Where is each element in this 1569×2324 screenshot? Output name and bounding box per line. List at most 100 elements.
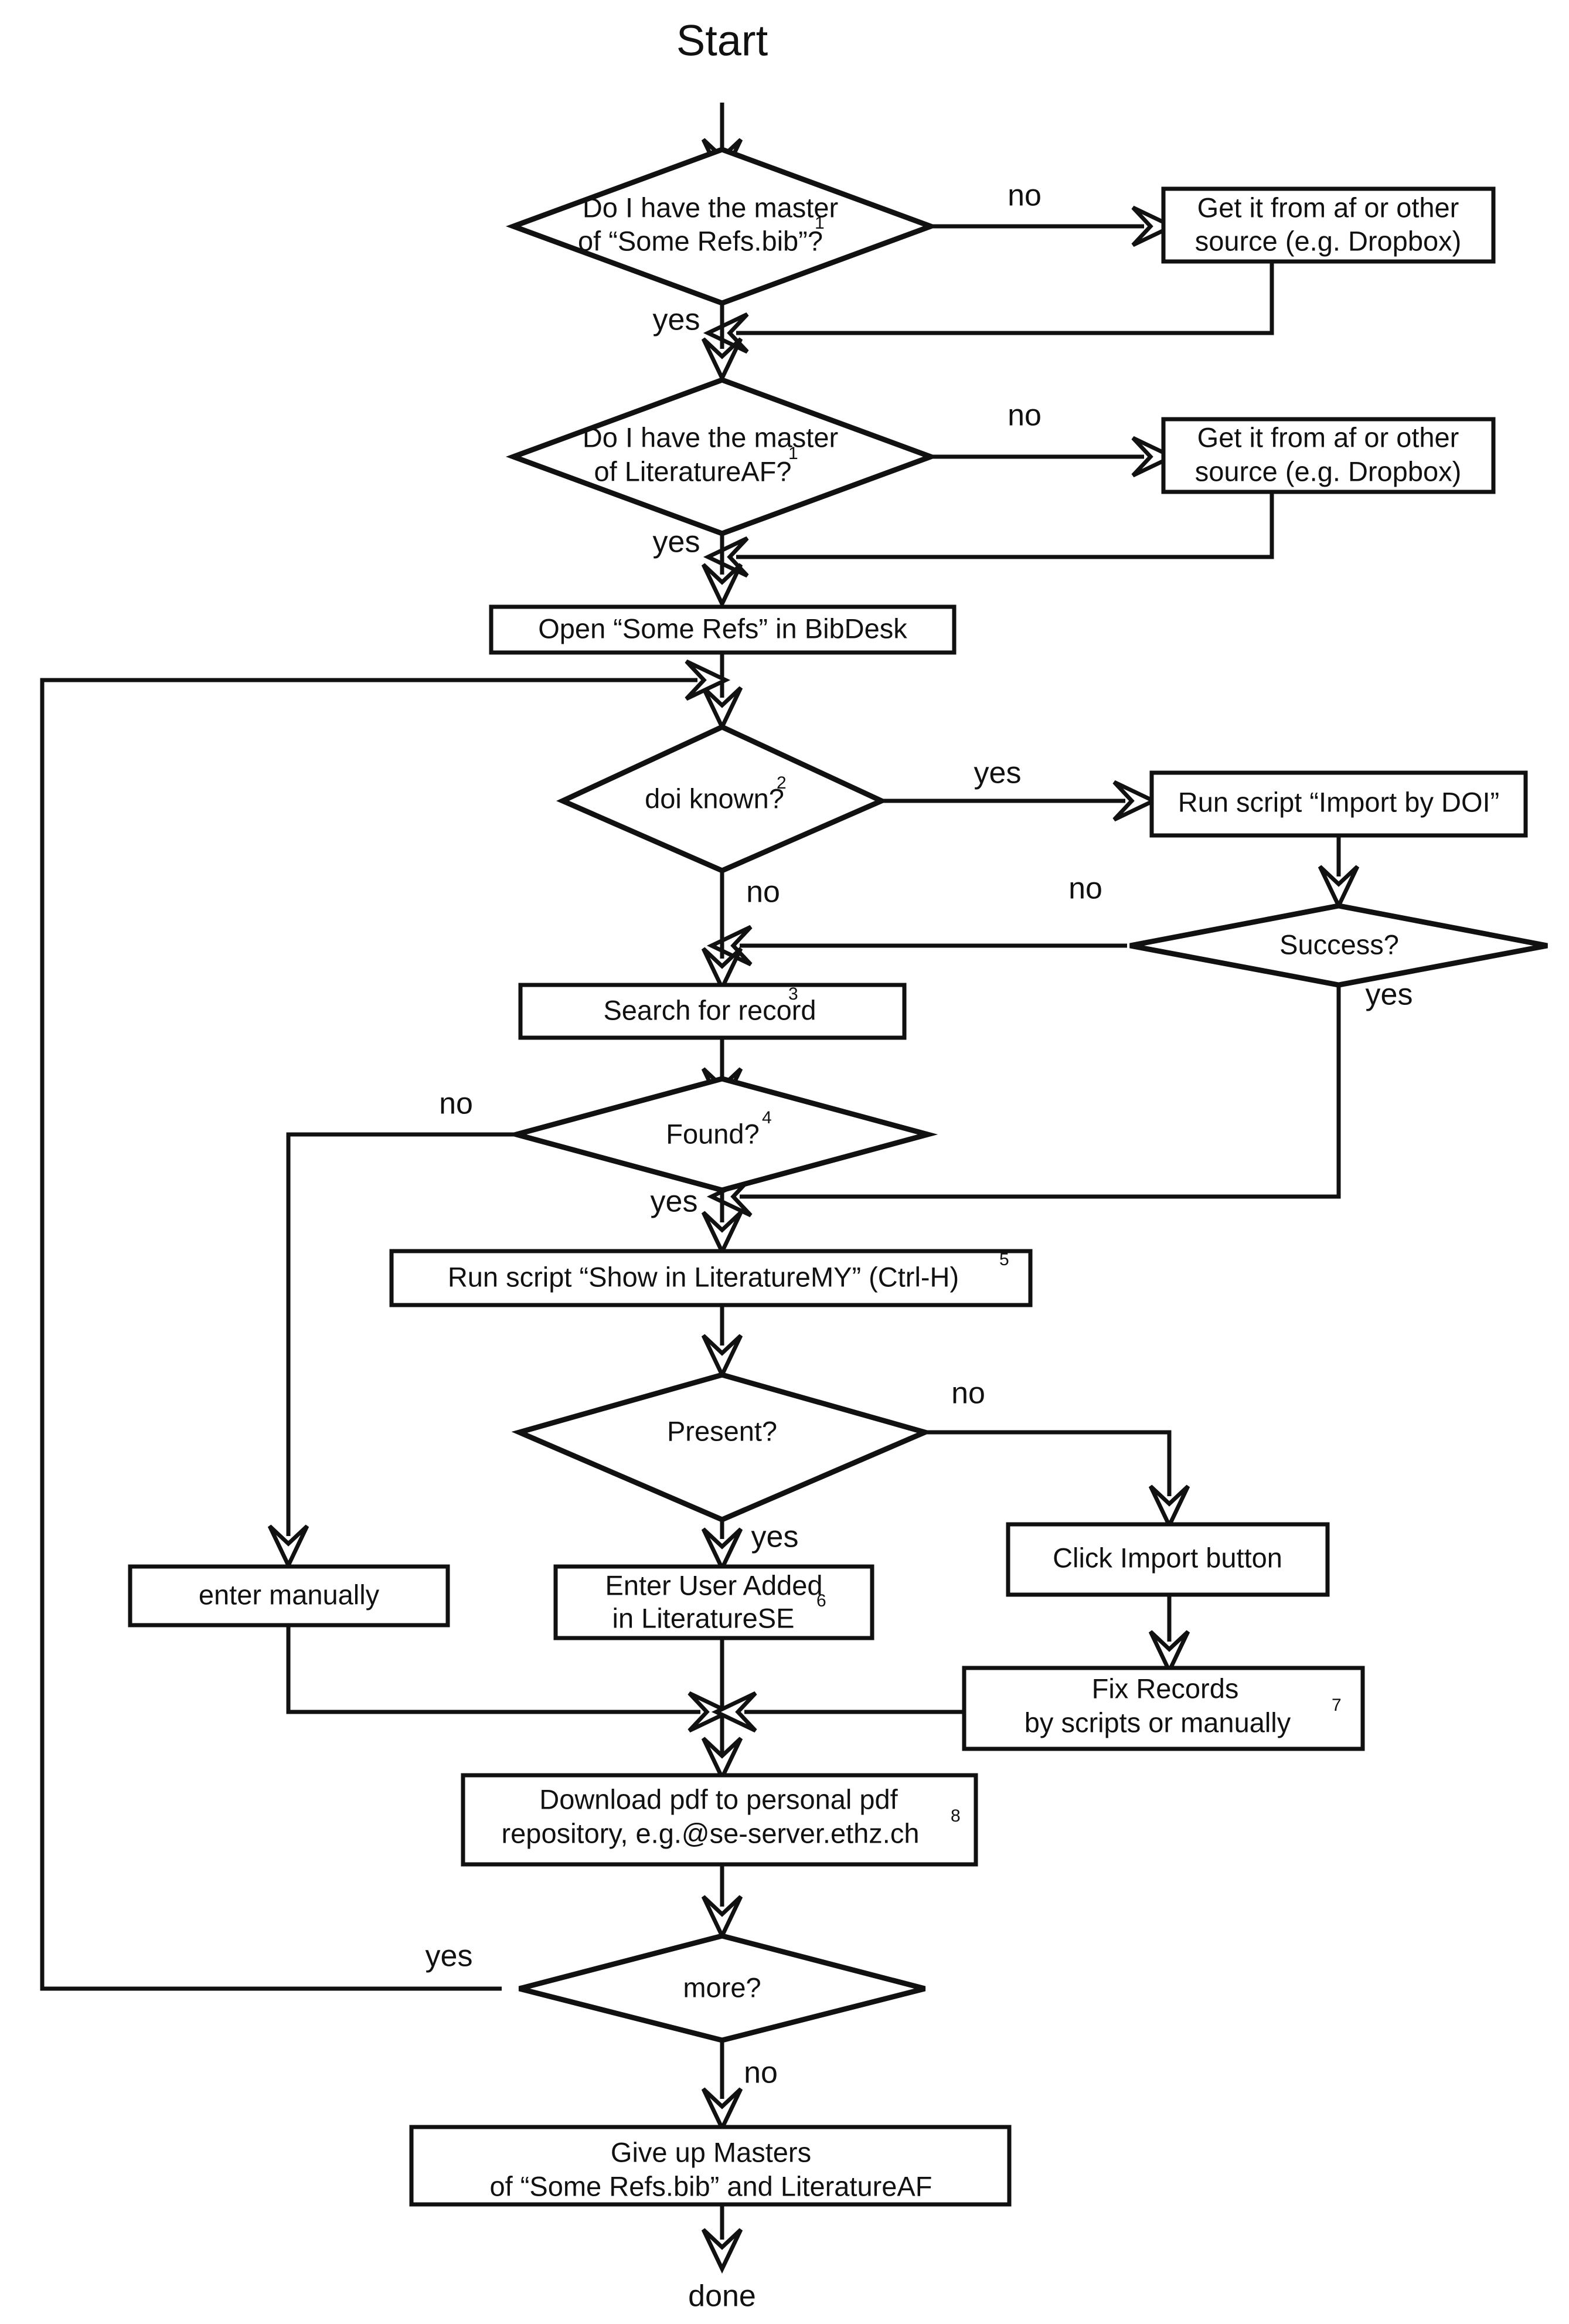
decision-master-bib-line2: of “Some Refs.bib”? [578,225,823,256]
process-get-af[interactable] [1161,417,1496,494]
process-download-pdf[interactable] [461,1773,978,1867]
process-import-by-doi-label: Run script “Import by DOI” [1178,786,1499,817]
edge-get-bib-return [736,261,1274,335]
process-download-pdf-line2: repository, e.g.@se-server.ethz.ch [502,1817,920,1849]
edge-success-yes [740,985,1341,1199]
arrowhead-giveup-to-done [701,2228,743,2274]
process-enter-manually[interactable] [128,1564,450,1628]
process-fix-records-line1: Fix Records [1092,1673,1239,1704]
process-get-af-line2: source (e.g. Dropbox) [1195,456,1462,487]
decision-found-footnote: 4 [762,1108,772,1127]
process-click-import-button[interactable] [1006,1522,1330,1597]
edge-label-doi-no: no [746,875,780,909]
process-search-record[interactable] [518,983,907,1040]
decision-more-label: more? [683,1972,761,2003]
arrowhead-doi-yes [1112,780,1159,822]
arrowhead-present-yes [701,1527,743,1574]
edge-more-yes-loop [40,678,697,1991]
process-get-af-line1: Get it from af or other [1197,422,1459,453]
arrowhead-doi-no [701,947,743,993]
decision-more[interactable] [518,1933,926,2043]
decision-doi-known[interactable] [556,724,888,874]
edge-label-bib-yes: yes [653,303,700,337]
decision-master-af[interactable] [505,377,939,536]
decision-found-label: Found? [666,1118,759,1149]
process-show-in-literaturemy-footnote: 5 [999,1250,1009,1269]
arrowhead-bib-no [1131,205,1177,247]
arrowhead-af-yes [701,563,743,609]
decision-success-label: Success? [1279,929,1399,960]
process-give-up-line1: Give up Masters [611,2136,811,2167]
process-fix-records[interactable] [962,1666,1365,1751]
process-enter-user-added[interactable] [553,1564,874,1640]
process-download-pdf-line1: Download pdf to personal pdf [539,1783,898,1815]
edge-enter-manually-merge [286,1624,700,1714]
process-give-up-masters[interactable] [409,2125,1012,2207]
arrowhead-more-no [701,2087,743,2133]
decision-present[interactable] [511,1372,933,1523]
arrowhead-bib-yes [701,337,743,383]
decision-doi-known-label: doi known? [645,783,784,814]
arrowhead-show-to-present [701,1334,743,1380]
process-click-import-button-label: Click Import button [1053,1542,1282,1573]
arrowhead-import-to-success [1318,865,1360,911]
arrowhead-merge-to-download [701,1737,743,1783]
decision-success[interactable] [1129,903,1548,988]
process-show-in-literaturemy[interactable] [389,1249,1033,1307]
arrowhead-enter-manually-merge [687,1691,734,1733]
edge-present-no [925,1430,1172,1496]
arrowhead-fix-merge [711,1691,757,1733]
arrowhead-success-no [706,925,753,967]
page-title: Start [676,16,768,65]
arrowhead-click-to-fix [1148,1630,1190,1676]
process-get-bib-line2: source (e.g. Dropbox) [1195,225,1462,256]
decision-master-af-line1: Do I have the master [583,422,838,453]
edge-label-bib-no: no [1008,179,1042,213]
decision-present-label: Present? [667,1415,777,1446]
edge-label-af-no: no [1008,399,1042,433]
edge-label-present-yes: yes [751,1520,799,1554]
edge-get-af-return [736,491,1274,559]
process-enter-user-added-footnote: 6 [816,1591,826,1611]
edge-found-no [286,1132,640,1536]
decision-master-bib-footnote: 1 [815,213,825,233]
edge-label-more-no: no [744,2056,778,2090]
arrowhead-more-yes-loop [685,659,731,701]
arrowhead-present-no [1148,1484,1190,1531]
arrowhead-found-yes [701,1211,743,1257]
edge-label-more-yes: yes [426,1939,473,1973]
decision-doi-known-footnote: 2 [777,773,787,793]
edge-label-present-no: no [951,1377,985,1411]
process-show-in-literaturemy-label: Run script “Show in LiteratureMY” (Ctrl-… [448,1261,959,1292]
arrowhead-open-to-doi [701,686,743,732]
edge-label-found-yes: yes [651,1185,698,1219]
decision-master-af-line2: of LiteratureAF? [594,456,791,487]
process-enter-user-added-line2: in LiteratureSE [612,1602,795,1633]
terminal-done: done [688,2279,756,2313]
edge-label-af-yes: yes [653,525,700,559]
process-download-pdf-footnote: 8 [951,1806,961,1826]
process-fix-records-footnote: 7 [1332,1696,1342,1715]
process-get-bib[interactable] [1161,186,1496,264]
decision-master-bib-line1: Do I have the master [583,192,838,223]
process-fix-records-line2: by scripts or manually [1025,1707,1291,1738]
process-search-record-label: Search for record [603,994,816,1025]
decision-master-bib[interactable] [505,147,939,306]
edge-label-success-yes: yes [1366,978,1413,1012]
process-enter-manually-label: enter manually [199,1579,380,1610]
process-open-bibdesk-label: Open “Some Refs” in BibDesk [538,613,907,644]
edge-label-doi-yes: yes [974,756,1022,790]
process-search-record-footnote: 3 [788,984,798,1004]
decision-master-af-footnote: 1 [788,444,798,463]
arrowhead-found-no [267,1524,309,1571]
arrowhead-download-to-more [701,1895,743,1941]
process-get-bib-line1: Get it from af or other [1197,192,1459,223]
process-enter-user-added-line1: Enter User Added [605,1569,823,1601]
arrowhead-af-no [1131,436,1177,478]
process-open-bibdesk[interactable] [489,604,957,655]
decision-found[interactable] [506,1076,938,1193]
process-import-by-doi[interactable] [1149,770,1528,838]
edge-label-found-no: no [439,1087,473,1121]
